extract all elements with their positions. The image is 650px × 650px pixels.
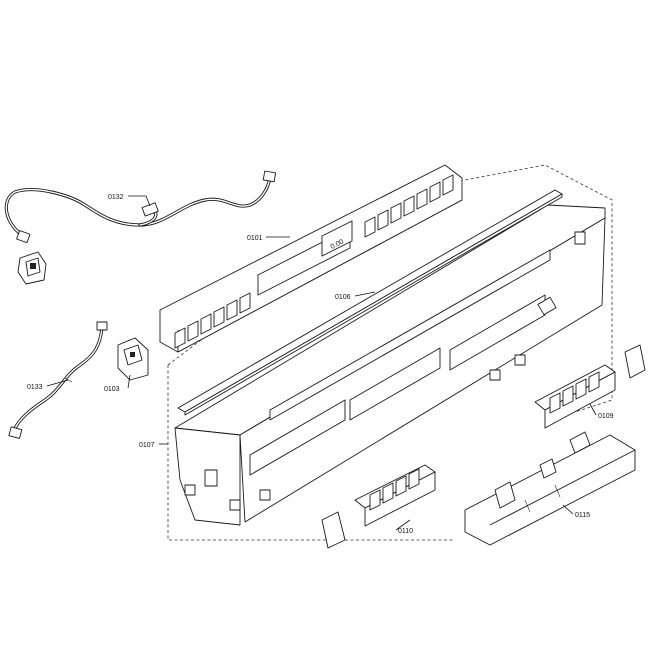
callout-0101: 0101 — [247, 235, 263, 242]
callout-0109: 0109 — [598, 413, 614, 420]
callout-0103: 0103 — [104, 386, 120, 393]
callout-0115: 0115 — [575, 512, 590, 519]
callout-labels: 0132 0101 0106 0133 0103 0107 0109 0110 … — [27, 194, 614, 535]
callout-0133: 0133 — [27, 384, 43, 391]
callout-0110: 0110 — [398, 528, 413, 535]
wire-harness-0133 — [8, 321, 108, 439]
housing-cover-0115 — [464, 431, 636, 546]
control-panel-0107 — [174, 204, 606, 526]
leader-lines — [46, 195, 597, 531]
trim-strip-0106 — [177, 189, 563, 416]
callout-0107: 0107 — [139, 442, 155, 449]
callout-0106: 0106 — [335, 294, 351, 301]
loose-connector — [17, 251, 47, 285]
button-carrier-0109 — [534, 344, 646, 429]
board-buttons-right — [364, 174, 454, 238]
button-carrier-0110 — [321, 464, 436, 549]
board-buttons-left — [174, 292, 251, 349]
control-board-0101: 0.00 — [159, 164, 463, 353]
bracket-0103 — [117, 337, 149, 381]
wire-harness-0132 — [4, 170, 277, 244]
callout-0132: 0132 — [108, 194, 124, 201]
